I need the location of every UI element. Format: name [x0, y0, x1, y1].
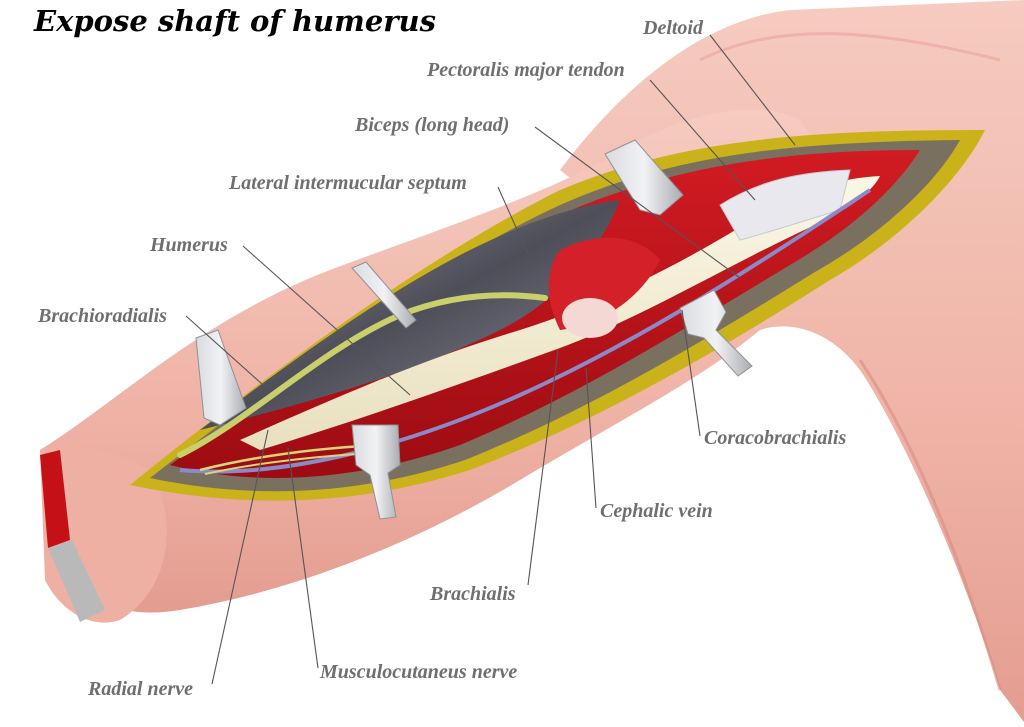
label-pectoralis-major-tendon: Pectoralis major tendon [427, 59, 625, 81]
pectoralis-tendon [719, 169, 851, 241]
chest-fold [858, 359, 1002, 691]
shoulder-contour [699, 32, 1001, 62]
page-title: Expose shaft of humerus [34, 4, 436, 38]
label-radial-nerve: Radial nerve [88, 678, 193, 700]
leader-lines [185, 34, 796, 685]
retractor-mid [351, 261, 417, 329]
label-musculocutaneus-nerve: Musculocutaneus nerve [320, 661, 518, 683]
retractor-bottom [351, 424, 401, 520]
label-coracobrachialis: Coracobrachialis [704, 427, 847, 449]
label-biceps-long-head: Biceps (long head) [355, 114, 510, 136]
cephalic-vein [179, 188, 872, 474]
humerus-bone [240, 176, 880, 450]
drape-grey [48, 540, 105, 622]
retractor-right [679, 289, 753, 377]
label-deltoid: Deltoid [643, 17, 703, 39]
drape-red [40, 450, 70, 548]
label-cephalic-vein: Cephalic vein [600, 500, 713, 522]
label-brachialis: Brachialis [430, 583, 516, 605]
label-lateral-intermuscular-septum: Lateral intermucular septum [229, 172, 467, 194]
label-brachioradialis: Brachioradialis [38, 305, 167, 327]
retractor-left [195, 329, 247, 426]
radial-nerve-path [177, 292, 548, 458]
label-humerus: Humerus [150, 234, 228, 256]
